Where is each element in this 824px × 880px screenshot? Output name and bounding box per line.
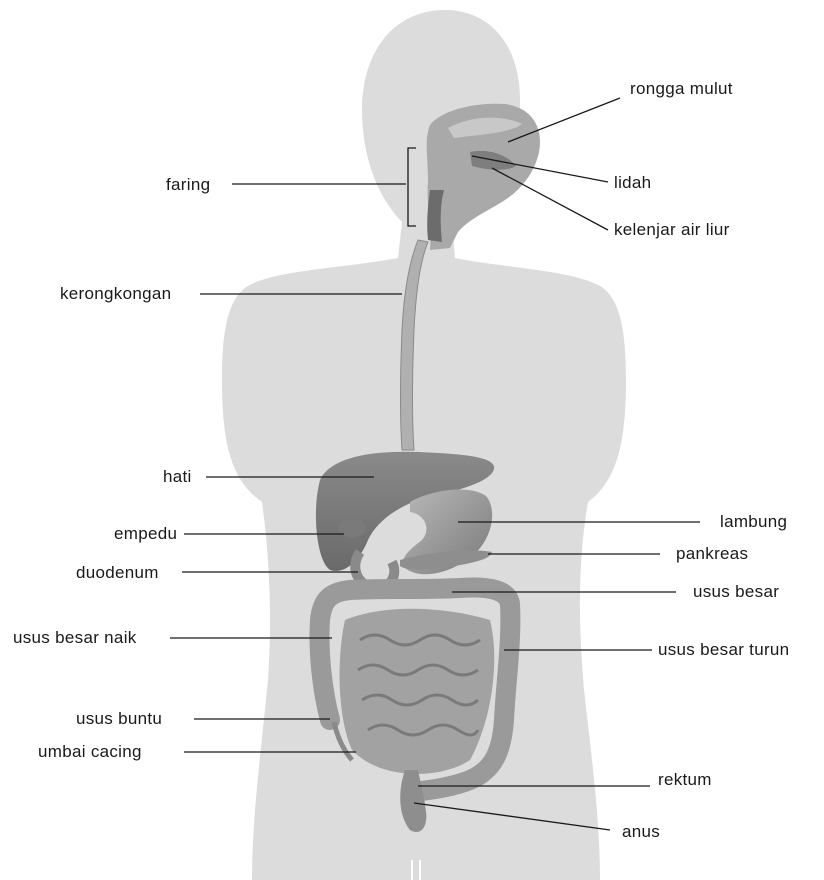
label-usus-besar-turun: usus besar turun — [658, 640, 789, 660]
label-kelenjar-air-liur: kelenjar air liur — [614, 220, 730, 240]
label-hati: hati — [163, 467, 192, 487]
label-usus-buntu: usus buntu — [76, 709, 162, 729]
label-lidah: lidah — [614, 173, 651, 193]
label-pankreas: pankreas — [676, 544, 748, 564]
label-usus-besar: usus besar — [693, 582, 779, 602]
small-intestine — [340, 609, 495, 774]
label-umbai-cacing: umbai cacing — [38, 742, 142, 762]
label-usus-besar-naik: usus besar naik — [13, 628, 137, 648]
label-anus: anus — [622, 822, 660, 842]
label-kerongkongan: kerongkongan — [60, 284, 171, 304]
label-duodenum: duodenum — [76, 563, 159, 583]
label-rongga-mulut: rongga mulut — [630, 79, 733, 99]
label-rektum: rektum — [658, 770, 712, 790]
label-faring: faring — [166, 175, 210, 195]
label-lambung: lambung — [720, 512, 787, 532]
label-empedu: empedu — [114, 524, 177, 544]
